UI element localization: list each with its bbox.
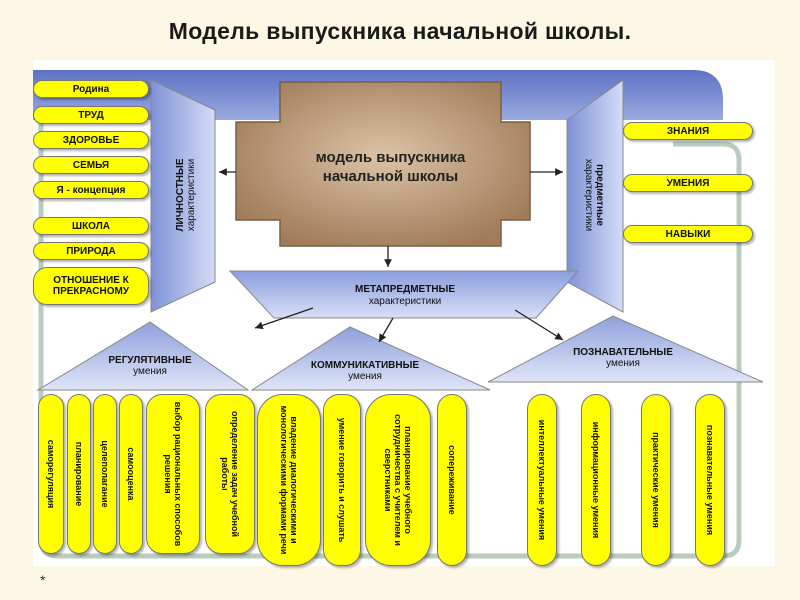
regulatory-item: целеполагание xyxy=(93,394,117,554)
cognitive-label: ПОЗНАВАТЕЛЬНЫЕ xyxy=(573,347,673,358)
cognitive-item: практические умения xyxy=(641,394,671,566)
regulatory-item: самооценка xyxy=(119,394,143,554)
communicative-sublabel: умения xyxy=(348,371,382,382)
diagram-background xyxy=(33,70,764,559)
personal-item: ОТНОШЕНИЕ К ПРЕКРАСНОМУ xyxy=(33,267,149,305)
personal-item: ПРИРОДА xyxy=(33,242,149,260)
cognitive-triangle xyxy=(487,315,764,383)
diagram-panel: модель выпускника начальной школы ЛИЧНОС… xyxy=(33,60,775,566)
personal-item: СЕМЬЯ xyxy=(33,156,149,174)
communicative-item: умение говорить и слушать xyxy=(323,394,361,566)
subject-trapezoid xyxy=(566,79,624,313)
personal-item: Я - концепция xyxy=(33,181,149,199)
regulatory-label: РЕГУЛЯТИВНЫЕ xyxy=(108,355,192,366)
arrow-to-communicative xyxy=(378,317,394,343)
page-title: Модель выпускника начальной школы. xyxy=(168,18,632,44)
communicative-item: сопереживание xyxy=(437,394,467,566)
subject-label: предметные xyxy=(594,164,605,226)
subject-item: УМЕНИЯ xyxy=(623,174,753,192)
regulatory-sublabel: умения xyxy=(133,366,167,377)
regulatory-item: саморегуляция xyxy=(38,394,64,554)
meta-trapezoid xyxy=(228,270,580,319)
personal-sublabel: характеристики xyxy=(186,158,197,232)
personal-item: Родина xyxy=(33,80,149,98)
personal-item: ЗДОРОВЬЕ xyxy=(33,131,149,149)
cognitive-sublabel: умения xyxy=(606,358,640,369)
communicative-item: планирование учебного сотрудничества с у… xyxy=(365,394,431,566)
communicative-item: владение диалогическими и монологическим… xyxy=(257,394,321,566)
personal-item: ТРУД xyxy=(33,106,149,124)
personal-label-box: ЛИЧНОСТНЫЕ характеристики xyxy=(163,159,209,232)
center-shape xyxy=(235,81,531,247)
cognitive-item: познавательные умения xyxy=(695,394,725,566)
subject-item: НАВЫКИ xyxy=(623,225,753,243)
personal-trapezoid xyxy=(150,79,216,313)
subject-item: ЗНАНИЯ xyxy=(623,122,753,140)
center-label: модель выпускника начальной школы xyxy=(315,149,466,185)
arrow-to-regulatory xyxy=(254,307,314,330)
regulatory-item: планирование xyxy=(67,394,91,554)
meta-sublabel: характеристики xyxy=(368,296,442,307)
personal-label: ЛИЧНОСТНЫЕ xyxy=(175,158,186,232)
subject-label-box: предметные характеристики xyxy=(571,159,617,231)
regulatory-triangle xyxy=(36,321,250,391)
personal-item: ШКОЛА xyxy=(33,217,149,235)
arrow-to-cognitive xyxy=(514,309,564,341)
footer-asterisk: * xyxy=(40,572,46,588)
regulatory-item: определение задач учебной работы xyxy=(205,394,255,554)
communicative-label: КОММУНИКАТИВНЫЕ xyxy=(310,360,420,371)
communicative-triangle xyxy=(250,326,491,391)
meta-label: МЕТАПРЕДМЕТНЫЕ xyxy=(354,284,455,295)
regulatory-item: выбор рациональных способов решения xyxy=(146,394,200,554)
subject-sublabel: характеристики xyxy=(583,158,594,232)
cognitive-item: интеллектуальные умения xyxy=(527,394,557,566)
cognitive-item: информационные умения xyxy=(581,394,611,566)
